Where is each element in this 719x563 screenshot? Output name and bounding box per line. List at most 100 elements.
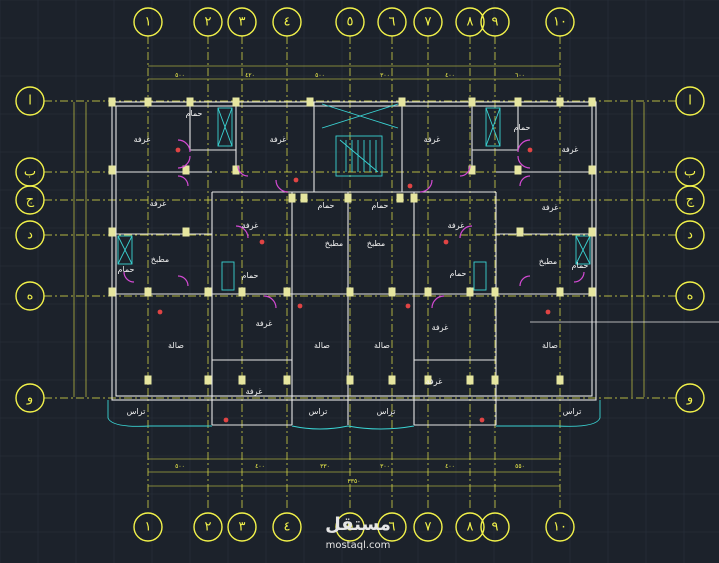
row-bubble-right: و: [675, 383, 705, 413]
row-bubble-right: د: [675, 220, 705, 250]
dimension-lines: [73, 65, 645, 487]
row-bubble-left: ا: [15, 86, 45, 116]
room-label-hall-cl: صالة: [314, 341, 330, 350]
room-label-room-br: غرفة: [426, 377, 443, 386]
room-label-kitchen-c2: مطبخ: [367, 239, 385, 248]
room-label-room-tc: غرفة: [270, 135, 287, 144]
walls: [111, 101, 597, 426]
column-bubble-bottom-label: ٨: [467, 520, 474, 535]
column-bubble-top-label: ١: [145, 15, 152, 30]
column-bubble-bottom-label: ٦: [389, 520, 396, 535]
column-bubble-bottom: ٨: [455, 512, 485, 542]
column-bubble-top: ١: [133, 7, 163, 37]
room-label-room-tl: غرفة: [134, 135, 151, 144]
row-bubble-left-label: ا: [28, 94, 32, 109]
svg-text:٤٠٠: ٤٠٠: [445, 463, 455, 470]
room-label-bath-r2: حمام: [572, 261, 589, 270]
row-bubble-right-label: و: [686, 391, 693, 406]
row-bubble-right-label: ا: [688, 94, 692, 109]
room-label-hall-cr: صالة: [374, 341, 390, 350]
row-bubble-right: ه: [675, 281, 705, 311]
column-bubble-bottom-label: ٤: [284, 520, 291, 535]
column-bubble-bottom: ٥: [335, 512, 365, 542]
room-label-kitchen-c1: مطبخ: [325, 239, 343, 248]
row-bubble-right: ا: [675, 86, 705, 116]
row-bubble-left: د: [15, 220, 45, 250]
column-bubble-top: ٤: [272, 7, 302, 37]
room-label-terrace-l: تراس: [127, 407, 146, 416]
column-bubble-top: ٨: [455, 7, 485, 37]
column-bubble-top: ٥: [335, 7, 365, 37]
column-bubble-bottom: ٣: [227, 512, 257, 542]
room-label-hall-l: صالة: [168, 341, 184, 350]
door-swings: [123, 139, 585, 309]
column-bubble-bottom-label: ٥: [347, 520, 354, 535]
column-bubble-top-label: ٢: [205, 15, 212, 30]
column-bubble-top: ٩: [480, 7, 510, 37]
row-bubble-right: ب: [675, 157, 705, 187]
column-bubble-top-label: ١٠: [553, 15, 567, 30]
row-bubble-left: ه: [15, 281, 45, 311]
column-bubble-bottom-label: ٣: [239, 520, 246, 535]
axis-lines: [44, 36, 676, 508]
room-label-bath-l2: حمام: [118, 265, 135, 274]
row-bubble-left-label: ج: [26, 193, 35, 208]
svg-text:٥٠٠: ٥٠٠: [175, 72, 185, 79]
room-label-store-r: غرفة: [542, 203, 559, 212]
room-label-room-tr-b: غرفة: [562, 145, 579, 154]
row-bubble-right-label: ج: [686, 193, 695, 208]
room-label-hall-r: صالة: [542, 341, 558, 350]
column-bubble-bottom: ٤: [272, 512, 302, 542]
room-label-kitchen-l: مطبخ: [151, 255, 169, 264]
room-label-terrace-cr: تراس: [377, 407, 396, 416]
row-bubble-right-label: د: [687, 228, 693, 243]
column-bubble-bottom: ٢: [193, 512, 223, 542]
svg-text:٥٠٠: ٥٠٠: [175, 463, 185, 470]
room-label-terrace-r: تراس: [563, 407, 582, 416]
room-labels: حمام غرفة غرفة غرفة حمام غرفة حمام حمام غرفة غرفة…: [118, 109, 589, 416]
column-bubble-bottom: ١٠: [545, 512, 575, 542]
column-bubble-top-label: ٦: [389, 15, 396, 30]
row-bubble-left: و: [15, 383, 45, 413]
room-label-bath-tr: حمام: [514, 123, 531, 132]
row-bubble-right: ج: [675, 185, 705, 215]
row-bubble-right-label: ه: [687, 289, 694, 304]
row-bubble-right-label: ب: [684, 165, 696, 180]
column-bubble-top: ٣: [227, 7, 257, 37]
room-label-room-bl: غرفة: [246, 387, 263, 396]
room-label-sleep-r: غرفة: [448, 221, 465, 230]
column-bubble-bottom: ٦: [377, 512, 407, 542]
room-label-sleep-l: غرفة: [242, 221, 259, 230]
room-label-store-l: غرفة: [150, 199, 167, 208]
column-bubble-top-label: ٥: [347, 15, 354, 30]
row-bubble-left-label: ب: [24, 165, 36, 180]
svg-text:٦٠٠: ٦٠٠: [515, 72, 525, 79]
column-bubble-top: ٢: [193, 7, 223, 37]
room-label-room-mr: غرفة: [432, 323, 449, 332]
row-bubble-left-label: و: [26, 391, 33, 406]
svg-text:٥٠٠: ٥٠٠: [315, 72, 325, 79]
column-bubble-top-label: ٩: [492, 15, 499, 30]
svg-text:٣٠٠: ٣٠٠: [380, 463, 390, 470]
column-bubble-top-label: ٨: [467, 15, 474, 30]
watermark-site: mostaql.com: [326, 540, 391, 551]
column-bubble-top: ٧: [413, 7, 443, 37]
column-bubble-top: ١٠: [545, 7, 575, 37]
room-label-bath-cl: حمام: [318, 201, 335, 210]
svg-text:٤٠٠: ٤٠٠: [255, 463, 265, 470]
column-bubble-bottom: ١: [133, 512, 163, 542]
column-bubble-bottom-label: ١٠: [553, 520, 567, 535]
svg-text:٣٠٠: ٣٠٠: [380, 72, 390, 79]
column-bubble-bottom-label: ٩: [492, 520, 499, 535]
row-bubble-left: ب: [15, 157, 45, 187]
section-marks: [157, 147, 551, 423]
room-label-room-tr-a: غرفة: [424, 135, 441, 144]
room-label-bath-cr: حمام: [372, 201, 389, 210]
svg-text:٣٣٠: ٣٣٠: [320, 463, 330, 470]
svg-text:٥٥٠: ٥٥٠: [515, 463, 525, 470]
room-label-room-ml: غرفة: [256, 319, 273, 328]
